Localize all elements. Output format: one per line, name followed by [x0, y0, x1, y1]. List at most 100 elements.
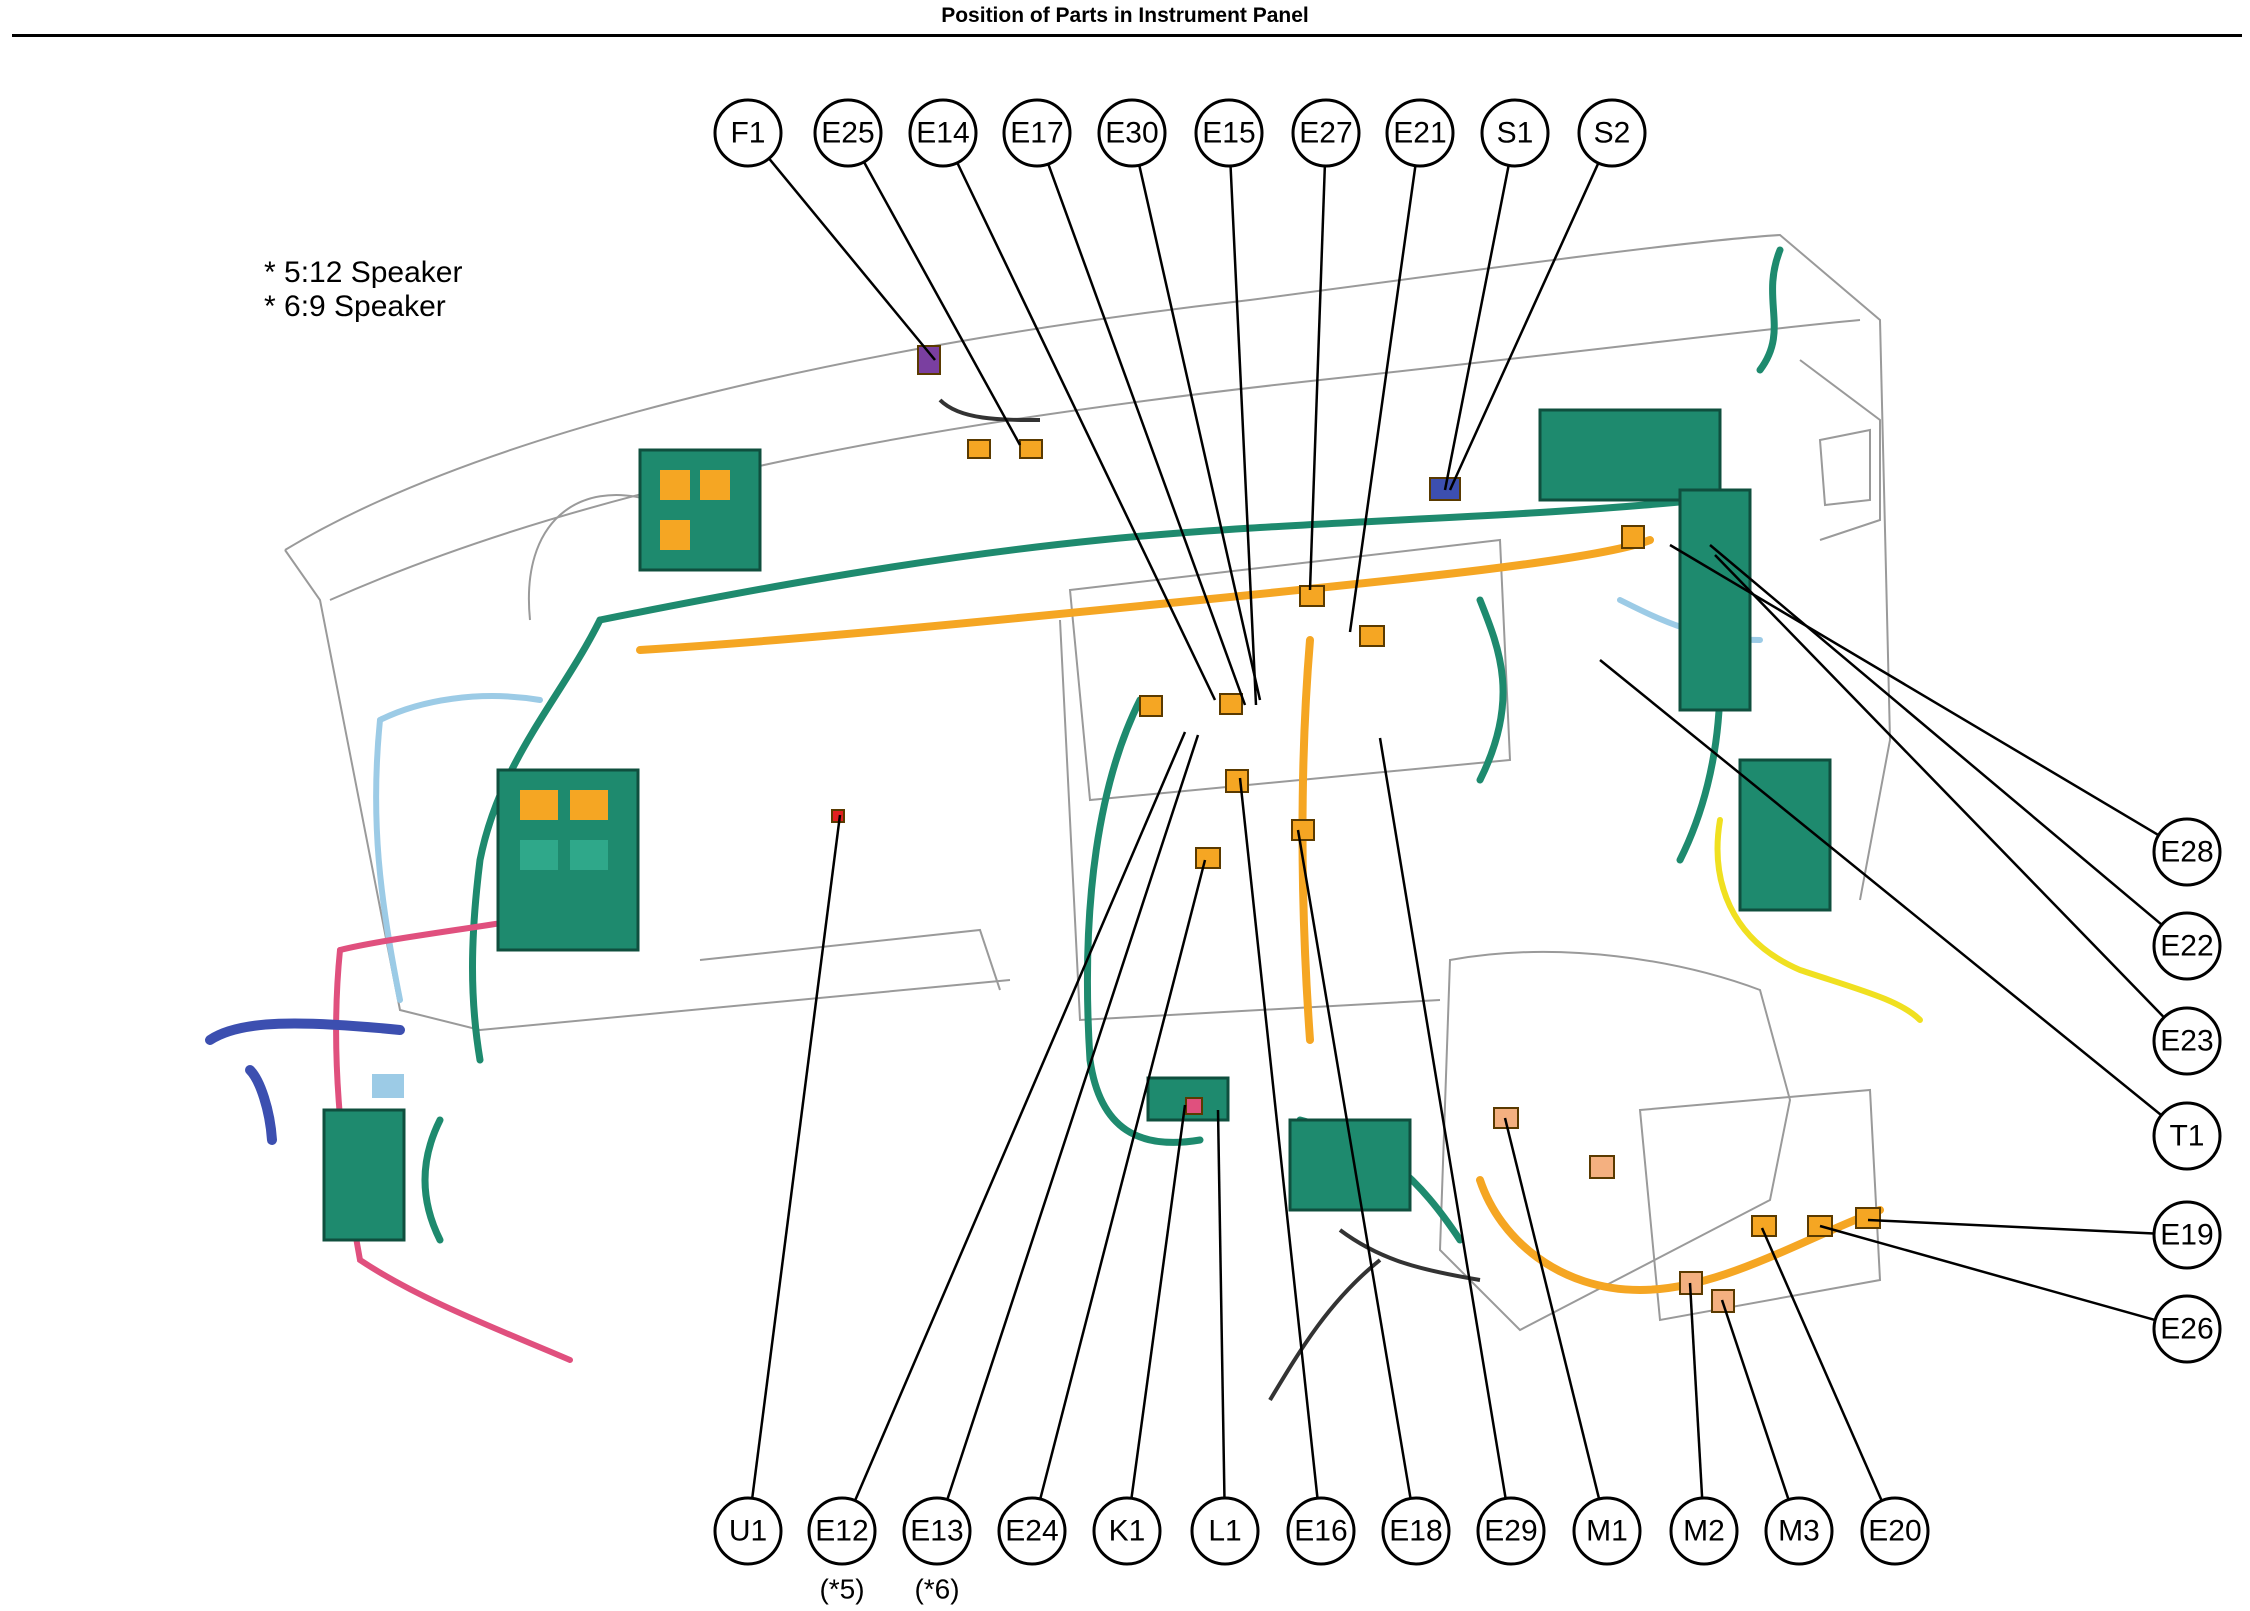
leader-e16 [1238, 777, 1319, 1499]
connector-callout-e25: E25 [813, 98, 883, 168]
callout-label: M3 [1778, 1515, 1820, 1548]
connector-callout-e28: E28 [2152, 817, 2222, 887]
callout-circle [1480, 98, 1550, 168]
callout-circle [1381, 1496, 1451, 1566]
callout-circle [2152, 911, 2222, 981]
callout-circle [813, 98, 883, 168]
callout-circle [1092, 1496, 1162, 1566]
callout-label: E30 [1105, 117, 1158, 150]
callout-circle [908, 98, 978, 168]
callout-label: E16 [1294, 1515, 1347, 1548]
connector-callout-e12: E12 (*5) [807, 1496, 877, 1605]
connector-callout-e27: E27 [1291, 98, 1361, 168]
junction-block-top-left [638, 448, 762, 572]
wire-harness-yellow [1714, 817, 1923, 1023]
leader-e13 [946, 734, 1200, 1501]
callout-label: M2 [1683, 1515, 1725, 1548]
callout-label: E29 [1484, 1515, 1537, 1548]
callout-circle [1860, 1496, 1930, 1566]
connector-callout-e15: E15 [1194, 98, 1264, 168]
callout-label: E19 [2160, 1219, 2213, 1252]
page-title: Position of Parts in Instrument Panel [941, 4, 1309, 27]
leader-e14 [956, 162, 1217, 701]
leader-u1 [750, 814, 842, 1499]
leader-t1 [1599, 659, 2163, 1117]
callout-circle [2152, 1006, 2222, 1076]
callout-footnote-e12: (*5) [819, 1574, 864, 1605]
leader-e24 [1039, 859, 1207, 1500]
callout-label: E26 [2160, 1313, 2213, 1346]
connector-callout-m2: M2 [1669, 1496, 1739, 1566]
leader-l1 [1216, 1109, 1226, 1499]
callout-circle [1572, 1496, 1642, 1566]
connector-callout-e24: E24 [997, 1496, 1067, 1566]
callout-label: K1 [1109, 1515, 1146, 1548]
callout-circle [807, 1496, 877, 1566]
connector-callout-e29: E29 [1476, 1496, 1546, 1566]
callout-label: E27 [1299, 117, 1352, 150]
wire-harness-green [421, 246, 1784, 1244]
leader-f1 [768, 157, 936, 361]
callout-label: E13 [910, 1515, 963, 1548]
callout-circle [1291, 98, 1361, 168]
callout-label: E21 [1393, 117, 1446, 150]
callout-circle [1002, 98, 1072, 168]
connector-callout-e18: E18 [1381, 1496, 1451, 1566]
wire-harness-navy [205, 1018, 405, 1145]
callout-circle [1669, 1496, 1739, 1566]
dashboard-outline [284, 233, 1892, 1332]
leader-s1 [1443, 165, 1510, 491]
leader-e12 [853, 731, 1187, 1502]
connector-callout-e23: E23 [2152, 1006, 2222, 1076]
leader-e26 [1819, 1224, 2156, 1322]
callout-label: E24 [1005, 1515, 1058, 1548]
connector-callout-e30: E30 [1097, 98, 1167, 168]
leader-e29 [1378, 737, 1507, 1499]
callout-label: S1 [1497, 117, 1534, 150]
connector-callout-s1: S1 [1480, 98, 1550, 168]
connector-callout-e20: E20 [1860, 1496, 1930, 1566]
connector-callout-e21: E21 [1385, 98, 1455, 168]
callout-label: F1 [730, 117, 765, 150]
callout-label: E17 [1010, 117, 1063, 150]
connector-callout-e26: E26 [2152, 1294, 2222, 1364]
callout-circle [713, 1496, 783, 1566]
callout-label: U1 [729, 1515, 767, 1548]
callout-label: T1 [2169, 1120, 2204, 1153]
center-lower-block [1146, 1076, 1412, 1212]
callout-label: E12 [815, 1515, 868, 1548]
connector-callout-f1: F1 [713, 98, 783, 168]
callout-label: E20 [1868, 1515, 1921, 1548]
connector-callout-e16: E16 [1286, 1496, 1356, 1566]
connector-callout-s2: S2 [1577, 98, 1647, 168]
leader-e15 [1229, 165, 1258, 706]
callout-circle [1577, 98, 1647, 168]
leader-m1 [1503, 1117, 1601, 1500]
small-connectors [831, 345, 1881, 1313]
callout-label: E18 [1389, 1515, 1442, 1548]
leader-m3 [1720, 1299, 1790, 1501]
callout-circle [2152, 817, 2222, 887]
connector-callout-m3: M3 [1764, 1496, 1834, 1566]
junction-block-left [496, 768, 640, 952]
callout-label: E23 [2160, 1025, 2213, 1058]
callout-circle [2152, 1101, 2222, 1171]
leader-e30 [1138, 164, 1262, 701]
leader-e19 [1867, 1218, 2155, 1235]
leader-e27 [1308, 165, 1327, 591]
callout-circle [1286, 1496, 1356, 1566]
connector-callout-l1: L1 [1190, 1496, 1260, 1566]
junction-block-right [1538, 408, 1832, 912]
leader-e25 [862, 161, 1022, 446]
connector-callout-t1: T1 [2152, 1101, 2222, 1171]
leader-m2 [1688, 1282, 1704, 1499]
leader-e20 [1760, 1227, 1883, 1502]
callout-circle [2152, 1200, 2222, 1270]
leader-e17 [1047, 163, 1247, 706]
callout-label: E22 [2160, 930, 2213, 963]
leader-e21 [1348, 165, 1417, 633]
callout-circle [2152, 1294, 2222, 1364]
callout-circle [1476, 1496, 1546, 1566]
connector-callout-k1: K1 [1092, 1496, 1162, 1566]
